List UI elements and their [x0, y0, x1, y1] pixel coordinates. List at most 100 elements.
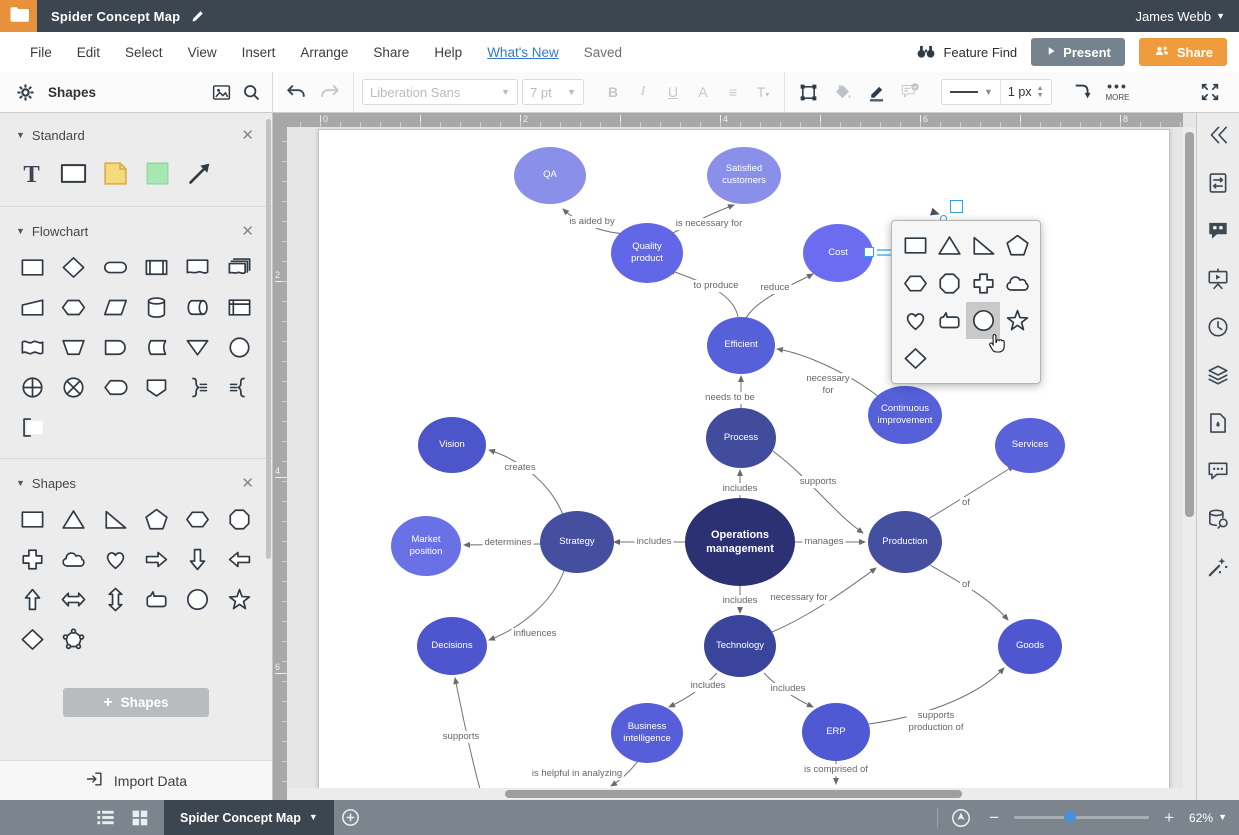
italic-icon[interactable]: I — [640, 84, 646, 99]
history-icon[interactable] — [1204, 313, 1232, 341]
menu-edit[interactable]: Edit — [76, 44, 101, 60]
node-cost[interactable]: Cost — [803, 224, 873, 282]
add-page-icon[interactable] — [334, 800, 368, 835]
share-button[interactable]: Share — [1138, 38, 1227, 66]
align-icon[interactable]: ≡ — [728, 84, 738, 100]
document-settings-icon[interactable] — [1204, 169, 1232, 197]
shape-arrow-left[interactable] — [219, 542, 260, 576]
menu-help[interactable]: Help — [434, 44, 463, 60]
shape-preparation[interactable] — [53, 290, 94, 324]
shape-line-arrow[interactable] — [184, 156, 215, 190]
node-quality-product[interactable]: Quality product — [611, 223, 683, 283]
fill-bucket-icon[interactable] — [827, 77, 857, 107]
node-decisions[interactable]: Decisions — [417, 617, 487, 675]
vertical-scrollbar[interactable] — [1183, 127, 1196, 800]
more-button[interactable]: ••• MORE — [1105, 78, 1130, 102]
shape-internal-storage[interactable] — [219, 290, 260, 324]
node-erp[interactable]: ERP — [802, 703, 870, 761]
shape-arrow-right[interactable] — [136, 542, 177, 576]
popup-shape-circle[interactable] — [966, 302, 1000, 339]
presentation-icon[interactable] — [1204, 265, 1232, 293]
present-button[interactable]: Present — [1031, 38, 1125, 66]
diagram-edge[interactable] — [868, 667, 1005, 725]
shape-arrow-left-right[interactable] — [53, 582, 94, 616]
section-header-flowchart[interactable]: ▼Flowchart✕ — [16, 223, 254, 240]
document-list-icon[interactable] — [88, 800, 122, 835]
pan-locate-icon[interactable] — [948, 800, 974, 835]
close-icon[interactable]: ✕ — [241, 223, 254, 240]
popup-shape-heart[interactable] — [898, 302, 932, 339]
shape-diamond[interactable] — [12, 622, 53, 656]
insert-image-icon[interactable] — [206, 77, 236, 107]
node-process[interactable]: Process — [706, 408, 776, 468]
shape-summing-junction[interactable] — [53, 370, 94, 404]
shape-circle[interactable] — [177, 582, 218, 616]
zoom-in-button[interactable]: + — [1164, 807, 1175, 827]
node-efficient[interactable]: Efficient — [707, 316, 775, 374]
section-header-shapes[interactable]: ▼Shapes✕ — [16, 475, 254, 492]
shape-predefined-process[interactable] — [136, 250, 177, 284]
shape-connector[interactable] — [219, 330, 260, 364]
shape-merge[interactable] — [177, 330, 218, 364]
diagram-edge[interactable] — [668, 269, 739, 318]
documents-folder-button[interactable] — [0, 0, 37, 32]
vertical-scrollbar-thumb[interactable] — [1185, 132, 1194, 517]
font-family-select[interactable]: Liberation Sans▼ — [362, 79, 518, 105]
shape-manual-input[interactable] — [12, 290, 53, 324]
underline-icon[interactable]: U — [667, 84, 679, 100]
shape-outline-icon[interactable] — [793, 77, 823, 107]
node-vision[interactable]: Vision — [418, 417, 486, 473]
shape-display[interactable] — [95, 370, 136, 404]
document-tab[interactable]: Spider Concept Map ▼ — [164, 800, 334, 835]
horizontal-scrollbar[interactable] — [287, 788, 1183, 800]
shape-pentagon[interactable] — [136, 502, 177, 536]
comment-style-icon[interactable] — [895, 77, 925, 107]
shape-heart[interactable] — [95, 542, 136, 576]
node-qa[interactable]: QA — [514, 146, 586, 204]
menu-share[interactable]: Share — [373, 44, 410, 60]
node-technology[interactable]: Technology — [704, 615, 776, 677]
shape-manual-operation[interactable] — [53, 330, 94, 364]
node-strategy[interactable]: Strategy — [540, 511, 614, 573]
comments-icon[interactable] — [1204, 457, 1232, 485]
line-style-select[interactable]: ▼ — [942, 80, 1001, 104]
shape-brace-left[interactable] — [219, 370, 260, 404]
section-header-standard[interactable]: ▼Standard✕ — [16, 127, 254, 144]
notes-icon[interactable] — [1204, 217, 1232, 245]
menu-select[interactable]: Select — [125, 44, 163, 60]
fullscreen-expand-icon[interactable] — [1195, 77, 1225, 107]
shape-green-square[interactable] — [142, 156, 173, 190]
shape-data[interactable] — [95, 290, 136, 324]
shape-right-triangle[interactable] — [95, 502, 136, 536]
connector-curve-icon[interactable] — [1068, 77, 1098, 107]
text-style-icon[interactable]: T▾ — [756, 84, 770, 100]
font-size-select[interactable]: 7 pt▼ — [522, 79, 584, 105]
close-icon[interactable]: ✕ — [241, 475, 254, 492]
menu-file[interactable]: File — [30, 44, 52, 60]
horizontal-scrollbar-thumb[interactable] — [505, 790, 962, 798]
shape-rectangle[interactable] — [12, 250, 53, 284]
diagram-edge[interactable] — [927, 465, 1015, 520]
popup-shape-rectangle[interactable] — [898, 227, 932, 264]
magic-icon[interactable] — [1204, 553, 1232, 581]
shape-rectangle[interactable] — [12, 502, 53, 536]
popup-shape-pentagon[interactable] — [1000, 227, 1034, 264]
shape-brace-right[interactable] — [177, 370, 218, 404]
shape-stored-data[interactable] — [136, 330, 177, 364]
shape-off-page[interactable] — [136, 370, 177, 404]
shape-database[interactable] — [136, 290, 177, 324]
rename-pencil-icon[interactable] — [190, 8, 206, 24]
menu-whats-new[interactable]: What's New — [487, 44, 559, 60]
shape-polygon[interactable] — [53, 622, 94, 656]
zoom-slider[interactable] — [1014, 811, 1150, 823]
popup-shape-star[interactable] — [1000, 302, 1034, 339]
search-icon[interactable] — [236, 77, 266, 107]
popup-shape-callout[interactable] — [932, 302, 966, 339]
shape-star[interactable] — [219, 582, 260, 616]
bold-icon[interactable]: B — [607, 84, 619, 100]
shape-multi-document[interactable] — [219, 250, 260, 284]
shape-cloud[interactable] — [53, 542, 94, 576]
layers-icon[interactable] — [1204, 361, 1232, 389]
shape-callout[interactable] — [136, 582, 177, 616]
node-market-position[interactable]: Market position — [391, 516, 461, 576]
